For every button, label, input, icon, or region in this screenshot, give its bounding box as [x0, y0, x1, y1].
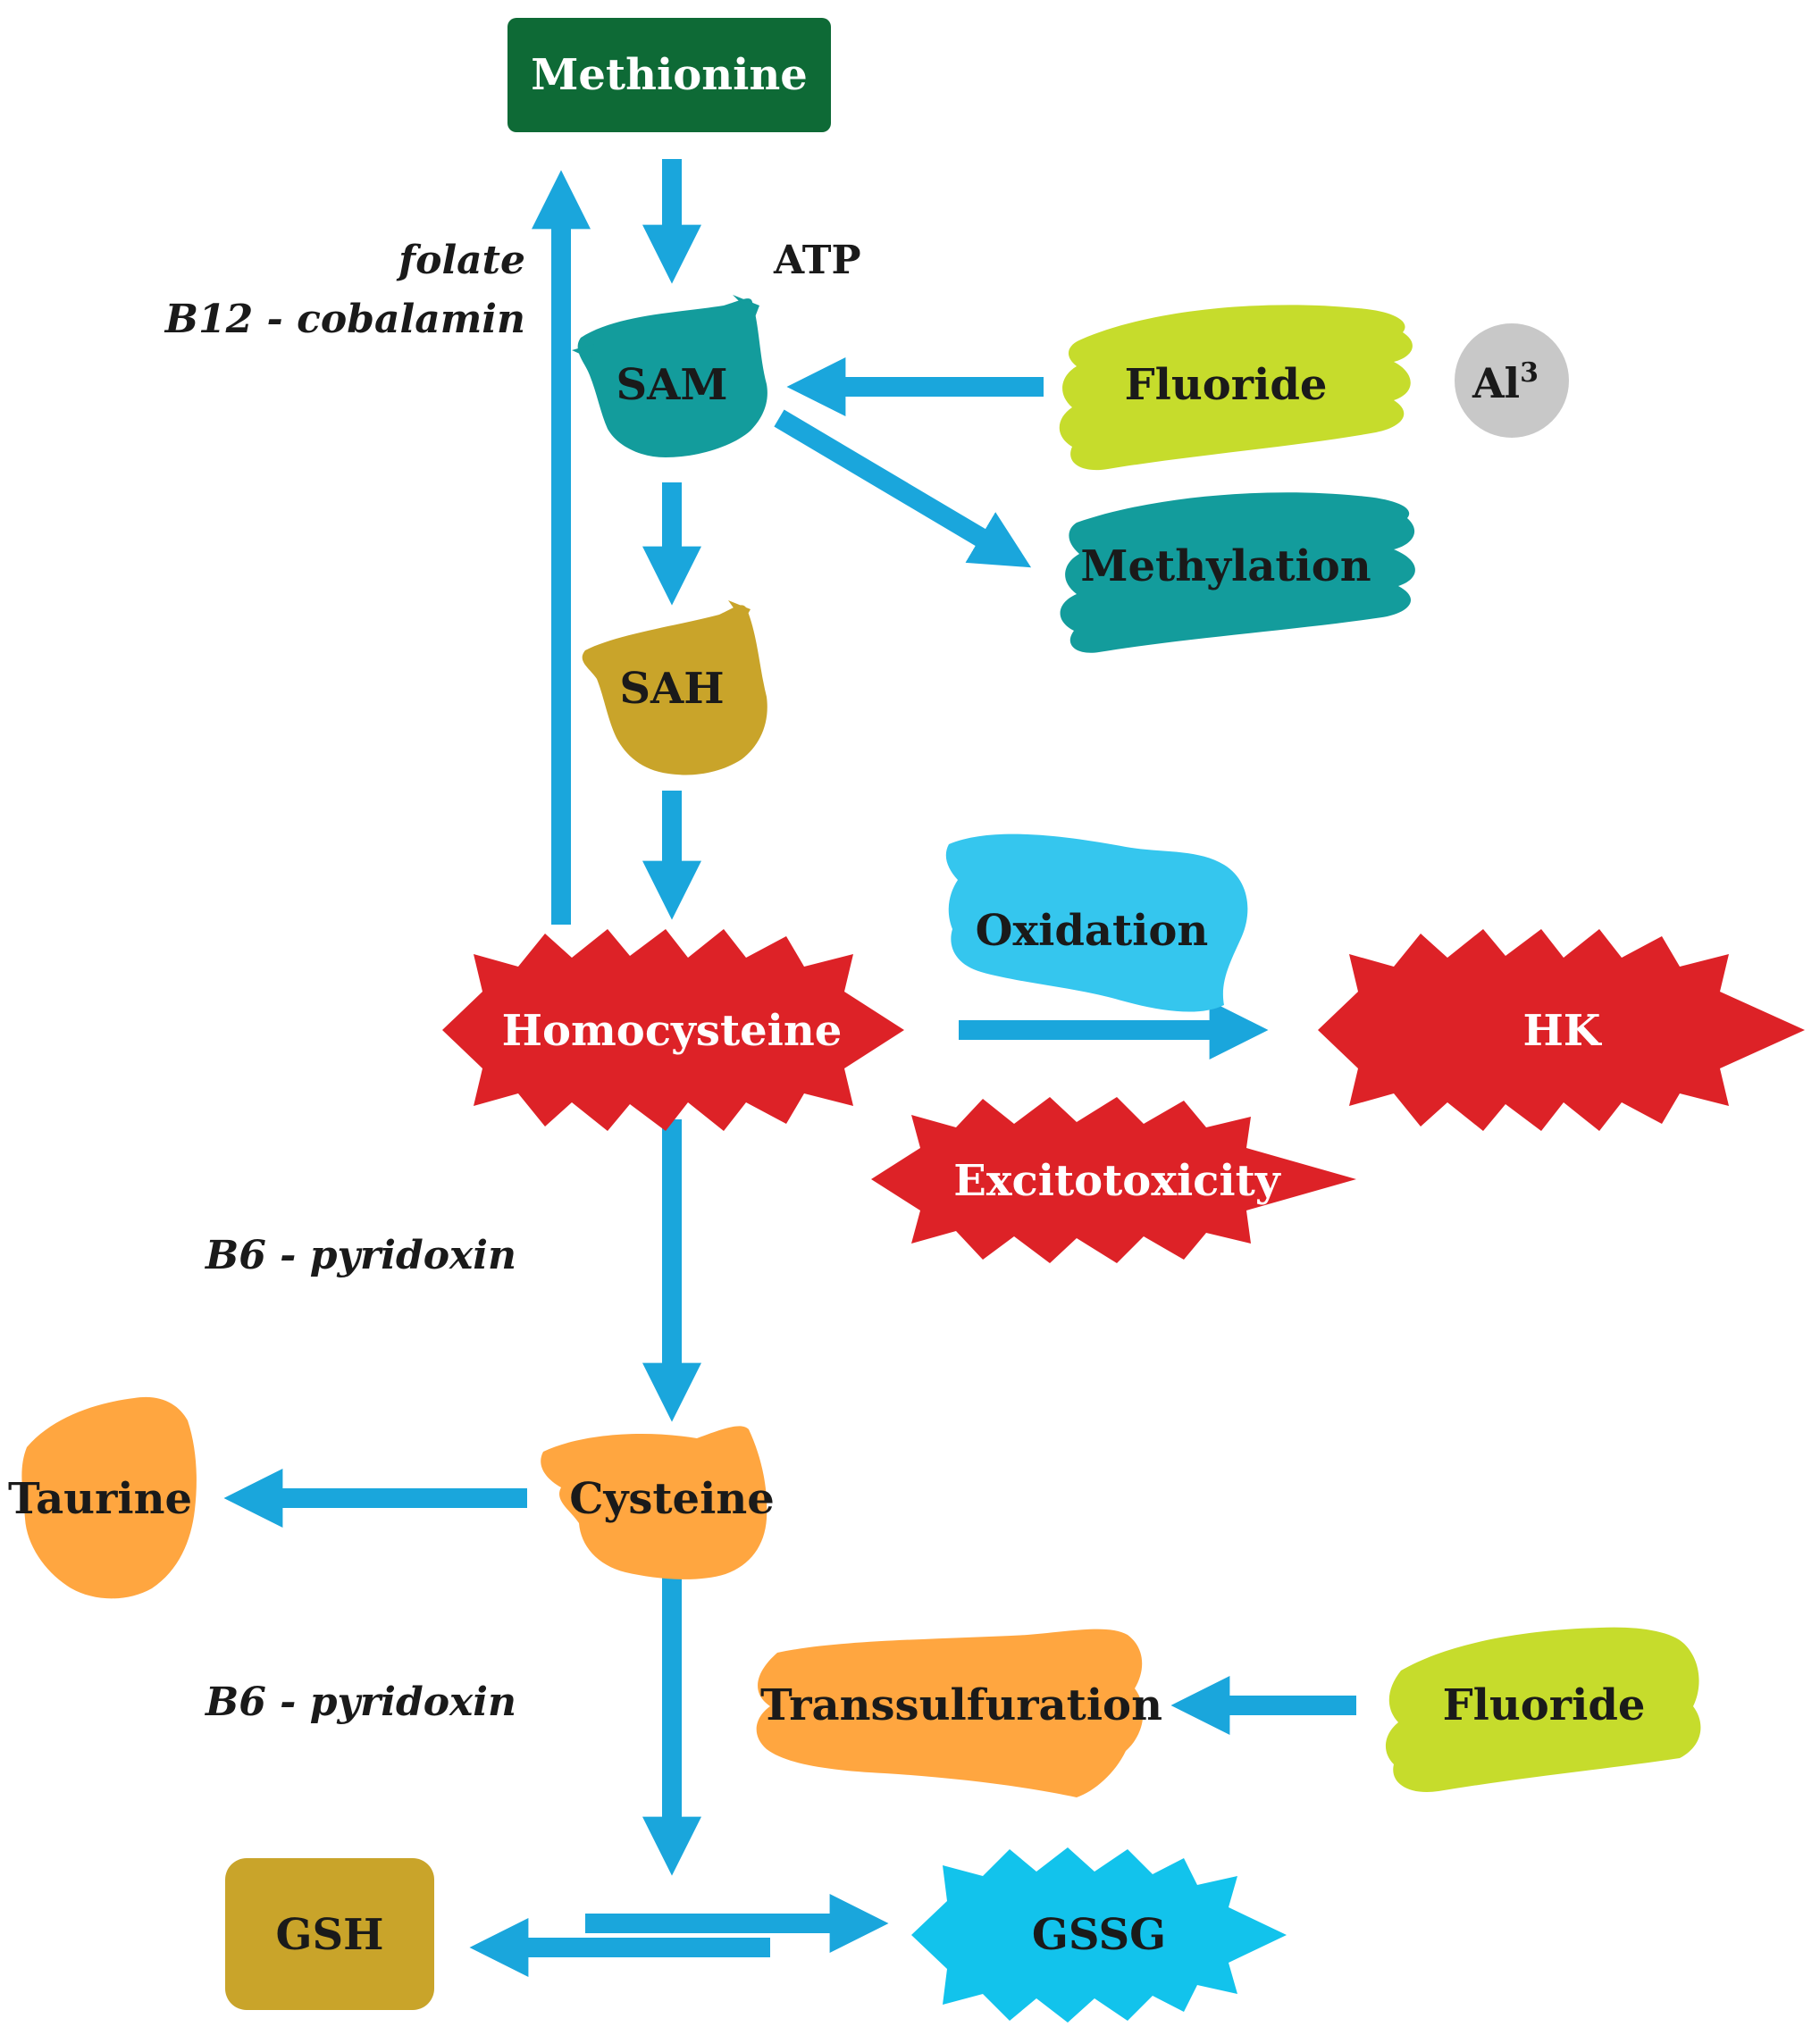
- excitotoxicity-node: Excitotoxicity: [871, 1097, 1356, 1263]
- oxidation-label: Oxidation: [976, 906, 1209, 956]
- sah-node: SAH: [582, 600, 767, 775]
- methylation-node: Methylation: [1060, 492, 1415, 653]
- fluoride-bottom-brush: [1385, 1627, 1701, 1792]
- cofactor-b6-upper: B6 - pyridoxin: [204, 1233, 516, 1278]
- methionine-box: [507, 18, 831, 132]
- excitotoxicity-label: Excitotoxicity: [953, 1156, 1282, 1206]
- aluminum-superscript: 3: [1520, 357, 1539, 389]
- fluoride-top-brush: [1059, 305, 1413, 471]
- sam-node: SAM: [572, 295, 767, 457]
- methionine-node: Methionine: [507, 18, 831, 132]
- transsulfuration-label: Transsulfuration: [760, 1680, 1162, 1730]
- oxidation-node: Oxidation: [945, 833, 1248, 1012]
- aluminum-node: Al3: [1455, 323, 1569, 438]
- aluminum-circle: [1455, 323, 1569, 438]
- transsulfuration-node: Transsulfuration: [756, 1629, 1162, 1797]
- gsh-label: GSH: [275, 1910, 383, 1960]
- cofactor-b6-lower: B6 - pyridoxin: [204, 1679, 516, 1725]
- gsh-box: [225, 1858, 434, 2010]
- taurine-node: Taurine: [8, 1396, 197, 1599]
- arrows: [223, 159, 1356, 1977]
- atp-label: ATP: [773, 238, 861, 283]
- gssg-burst: [911, 1847, 1287, 2023]
- methylation-brush: [1060, 492, 1415, 653]
- taurine-label: Taurine: [8, 1474, 192, 1524]
- sam-label: SAM: [616, 360, 727, 410]
- hk-burst: [1318, 929, 1805, 1131]
- hk-label: HK: [1522, 1006, 1602, 1056]
- sah-label: SAH: [619, 664, 724, 714]
- arrow-sam-to-methylation: [774, 409, 1032, 568]
- homocysteine-burst: [442, 929, 904, 1131]
- sah-blob: [582, 605, 767, 775]
- aluminum-base: Al: [1472, 359, 1520, 407]
- methylation-label: Methylation: [1080, 541, 1371, 591]
- fluoride-top-node: Fluoride: [1059, 305, 1413, 471]
- homocysteine-node: Homocysteine: [442, 929, 904, 1131]
- gsh-node: GSH: [225, 1858, 434, 2010]
- homocysteine-label: Homocysteine: [502, 1006, 843, 1056]
- excitotoxicity-burst: [871, 1097, 1356, 1263]
- gssg-node: GSSG: [911, 1847, 1287, 2023]
- fluoride-top-label: Fluoride: [1125, 360, 1328, 410]
- cysteine-blob: [541, 1426, 767, 1579]
- taurine-blob: [21, 1396, 197, 1599]
- cofactor-folate: folate: [396, 238, 525, 283]
- cofactor-b12-cobalamin: B12 - cobalamin: [164, 297, 525, 342]
- fluoride-bottom-node: Fluoride: [1385, 1627, 1701, 1792]
- aluminum-label: Al3: [1472, 357, 1539, 407]
- cysteine-node: Cysteine: [541, 1426, 775, 1579]
- transsulfuration-brush: [756, 1629, 1144, 1797]
- sam-blob: [577, 298, 767, 457]
- hk-node: HK: [1318, 929, 1805, 1131]
- methionine-label: Methionine: [531, 50, 808, 100]
- gssg-label: GSSG: [1032, 1910, 1166, 1960]
- oxidation-blob: [945, 833, 1248, 1012]
- cysteine-label: Cysteine: [569, 1474, 775, 1524]
- fluoride-bottom-label: Fluoride: [1443, 1680, 1646, 1730]
